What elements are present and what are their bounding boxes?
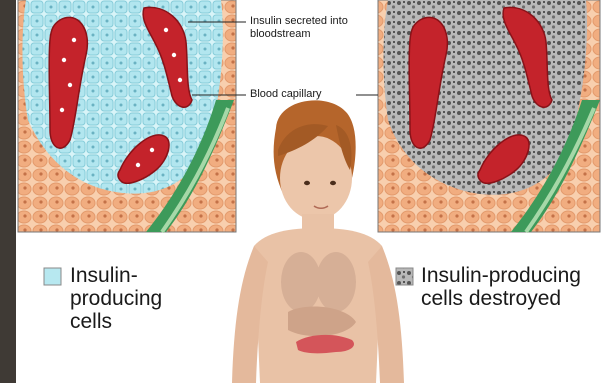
- diagram-canvas: Insulin secreted into bloodstream Blood …: [16, 0, 602, 383]
- callout-blood-capillary: Blood capillary: [250, 88, 360, 101]
- destroyed-tissue-panel: [378, 0, 600, 232]
- callout-insulin-secreted: Insulin secreted into bloodstream: [250, 15, 365, 41]
- destroyed-cells-swatch: [396, 268, 413, 285]
- healthy-tissue-panel: [18, 0, 236, 232]
- healthy-cells-swatch: [44, 268, 61, 285]
- legend-healthy-label: Insulin-producing cells: [70, 264, 190, 333]
- legend-destroyed-label: Insulin-producing cells destroyed: [421, 264, 599, 310]
